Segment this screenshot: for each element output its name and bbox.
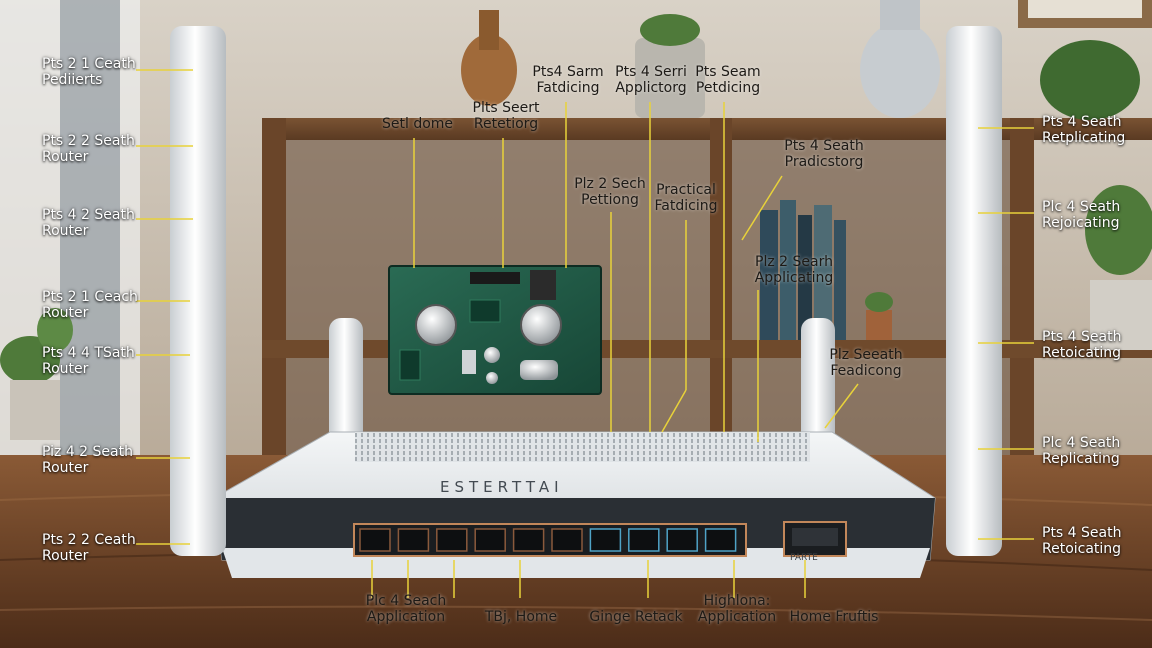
ethernet-port	[666, 528, 698, 552]
plant-right	[1040, 40, 1152, 350]
ethernet-ports	[359, 528, 737, 552]
curtain	[60, 0, 120, 470]
ethernet-port	[436, 528, 468, 552]
ethernet-port	[512, 528, 545, 552]
brand-text: ESTERTTAI	[440, 478, 564, 496]
vase-brown	[461, 10, 517, 106]
plant-pot-top	[635, 14, 705, 118]
antenna-left	[170, 26, 226, 556]
ethernet-port	[474, 528, 506, 552]
router-body	[213, 431, 936, 578]
ethernet-port	[397, 528, 430, 552]
leader-lines	[136, 69, 1034, 598]
inner-antenna-left	[329, 318, 363, 450]
ethernet-port	[359, 528, 391, 552]
ethernet-port	[628, 528, 660, 552]
antenna-right	[946, 26, 1002, 556]
circuit-board	[388, 265, 602, 395]
ethernet-port	[704, 528, 737, 552]
callout-top-1: Setl dome	[382, 116, 454, 132]
callout-bottom-4: Highlona:Application	[697, 593, 777, 625]
plant-left	[0, 308, 73, 440]
ethernet-port	[589, 528, 622, 552]
port-label: PARTE	[790, 553, 818, 563]
ethernet-port	[551, 528, 583, 552]
vase-white	[860, 0, 940, 118]
inner-antenna-right	[801, 318, 835, 450]
callout-bottom-5: Home Fruftis	[789, 609, 879, 625]
callout-bottom-3: Ginge Retack	[589, 609, 683, 625]
callout-bottom-2: TBj, Home	[484, 609, 558, 625]
